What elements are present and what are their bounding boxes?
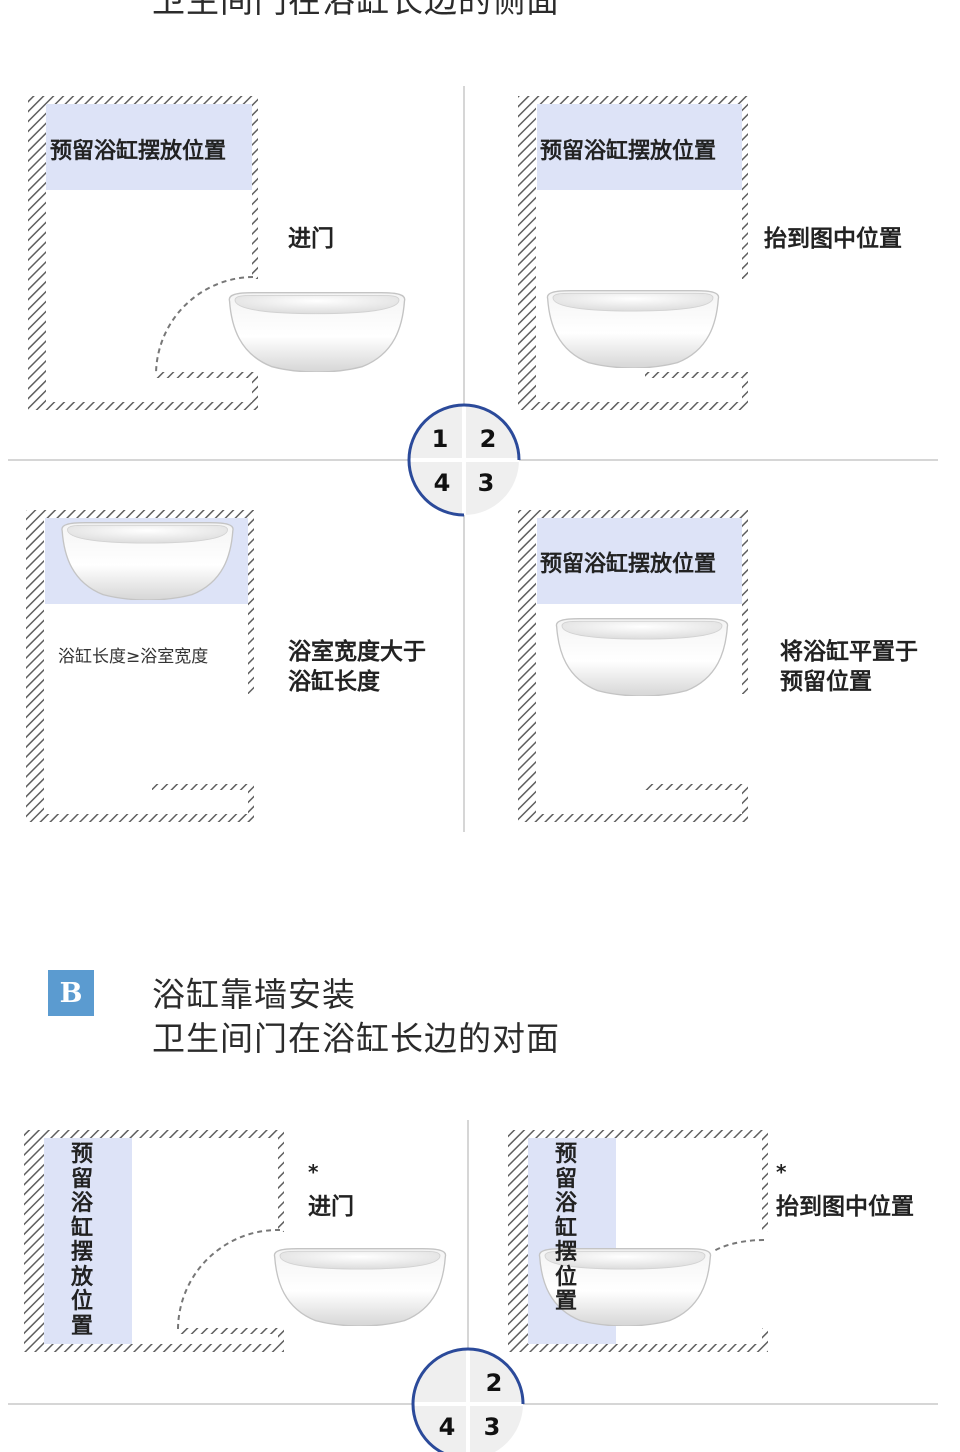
section-b-title: 浴缸靠墙安装 bbox=[152, 975, 356, 1014]
inner-note: 浴缸长度≥浴室宽度 bbox=[58, 647, 209, 667]
step-number-4: 4 bbox=[433, 469, 451, 497]
panel-b2-walls bbox=[508, 1130, 768, 1352]
section-b-subtitle: 卫生间门在浴缸长边的对面 bbox=[152, 1019, 560, 1058]
reserve-area bbox=[44, 1138, 132, 1344]
reserve-label: 预留浴缸摆放位置 bbox=[540, 552, 717, 577]
step-caption: 抬到图中位置 bbox=[764, 226, 902, 252]
step-caption: 抬到图中位置 bbox=[776, 1194, 914, 1220]
reserve-label: 预留浴缸摆放位置 bbox=[50, 139, 227, 164]
reserve-area bbox=[46, 104, 252, 190]
step-caption-line2: 预留位置 bbox=[780, 669, 872, 695]
panel-a4-walls bbox=[518, 510, 748, 822]
panel-a3-walls bbox=[26, 510, 254, 822]
panel-a2-walls bbox=[518, 96, 748, 410]
step-caption-line1: 将浴缸平置于 bbox=[780, 639, 918, 665]
step-circle-a bbox=[407, 403, 521, 517]
section-b-badge: B bbox=[48, 970, 94, 1016]
reserve-area bbox=[537, 518, 742, 604]
step-caption-line2: 浴缸长度 bbox=[288, 669, 380, 695]
reserve-label-vertical: 预留浴缸摆位置 bbox=[554, 1142, 577, 1314]
step-caption: 进门 bbox=[288, 226, 334, 252]
reserve-area bbox=[537, 104, 743, 190]
section-a-subtitle: 卫生间门在浴缸长边的侧面 bbox=[152, 0, 560, 20]
step-number-3: 3 bbox=[483, 1413, 501, 1441]
caption-mark: * bbox=[308, 1160, 319, 1184]
step-circle-b bbox=[411, 1347, 525, 1452]
step-number-2: 2 bbox=[479, 425, 497, 453]
caption-mark: * bbox=[776, 1160, 787, 1184]
step-number-2: 2 bbox=[485, 1369, 503, 1397]
panel-b1-walls bbox=[24, 1130, 284, 1352]
step-caption: 进门 bbox=[308, 1194, 354, 1220]
reserve-label: 预留浴缸摆放位置 bbox=[540, 139, 717, 164]
reserve-label-vertical: 预留浴缸摆放位置 bbox=[70, 1142, 93, 1339]
panel-a1-walls bbox=[28, 96, 258, 410]
step-number-3: 3 bbox=[477, 469, 495, 497]
step-number-4: 4 bbox=[438, 1413, 456, 1441]
step-caption-line1: 浴室宽度大于 bbox=[288, 639, 426, 665]
step-number-1: 1 bbox=[431, 425, 449, 453]
